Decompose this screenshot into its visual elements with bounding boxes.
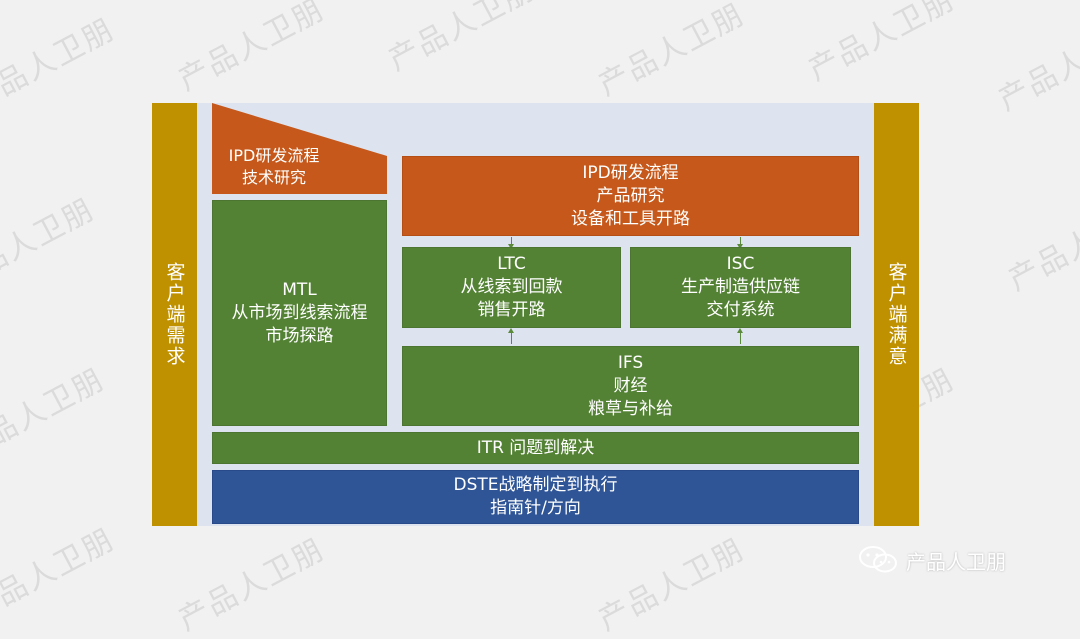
mtl-line2: 从市场到线索流程 — [231, 302, 368, 323]
ipd-product-line2: 产品研究 — [596, 185, 665, 206]
ifs-line3: 粮草与补给 — [588, 398, 673, 419]
ipd-product-box: IPD研发流程 产品研究 设备和工具开路 — [402, 156, 859, 236]
mtl-line3: 市场探路 — [265, 325, 334, 346]
customer-satisfaction-column: 客户端满意 — [874, 103, 919, 526]
watermark: 产品人卫朋 — [992, 12, 1080, 119]
ifs-line2: 财经 — [613, 375, 648, 396]
isc-line1: ISC — [726, 254, 755, 274]
ltc-box: LTC 从线索到回款 销售开路 — [402, 247, 621, 328]
ltc-line2: 从线索到回款 — [460, 277, 563, 297]
customer-satisfaction-label: 客户端满意 — [885, 262, 908, 367]
isc-box: ISC 生产制造供应链 交付系统 — [630, 247, 851, 328]
watermark: 产品人卫朋 — [592, 532, 751, 639]
isc-line3: 交付系统 — [706, 300, 775, 320]
watermark: 产品人卫朋 — [172, 0, 331, 99]
arrow-ifs-to-isc — [737, 328, 743, 344]
ifs-box: IFS 财经 粮草与补给 — [402, 346, 859, 426]
itr-box: ITR 问题到解决 — [212, 432, 859, 464]
arrow-ipd-to-ltc — [508, 237, 514, 249]
watermark: 产品人卫朋 — [0, 362, 111, 469]
ipd-tech-shape — [212, 103, 387, 194]
wechat-icon — [859, 546, 897, 573]
ipd-product-line3: 设备和工具开路 — [571, 208, 690, 229]
watermark: 产品人卫朋 — [802, 0, 961, 89]
ipd-tech-line1: IPD研发流程 — [228, 146, 320, 165]
watermark: 产品人卫朋 — [0, 12, 121, 119]
ipd-tech-box: IPD研发流程 技术研究 — [212, 140, 336, 194]
ipd-product-line1: IPD研发流程 — [582, 162, 679, 183]
brand-footer: 产品人卫朋 — [858, 545, 1006, 575]
dste-line1: DSTE战略制定到执行 — [453, 475, 618, 495]
customer-demand-column: 客户端需求 — [152, 103, 197, 526]
watermark: 产品人卫朋 — [0, 522, 121, 629]
dste-box: DSTE战略制定到执行 指南针/方向 — [212, 470, 859, 524]
dste-line2: 指南针/方向 — [490, 498, 581, 518]
brand-label: 产品人卫朋 — [906, 549, 1006, 574]
watermark: 产品人卫朋 — [0, 192, 101, 299]
ltc-line1: LTC — [497, 254, 526, 274]
mtl-line1: MTL — [282, 279, 317, 300]
arrow-ifs-to-ltc — [508, 328, 514, 344]
watermark: 产品人卫朋 — [1002, 192, 1080, 299]
watermark: 产品人卫朋 — [172, 532, 331, 639]
watermark: 产品人卫朋 — [592, 0, 751, 104]
arrow-ipd-to-isc — [737, 237, 743, 249]
ipd-tech-line2: 技术研究 — [241, 168, 306, 187]
watermark: 产品人卫朋 — [382, 0, 541, 79]
ltc-line3: 销售开路 — [477, 300, 546, 320]
itr-label: ITR 问题到解决 — [476, 437, 595, 458]
mtl-box: MTL 从市场到线索流程 市场探路 — [212, 200, 387, 426]
customer-demand-label: 客户端需求 — [163, 262, 186, 367]
isc-line2: 生产制造供应链 — [681, 277, 800, 297]
ifs-line1: IFS — [617, 352, 644, 373]
